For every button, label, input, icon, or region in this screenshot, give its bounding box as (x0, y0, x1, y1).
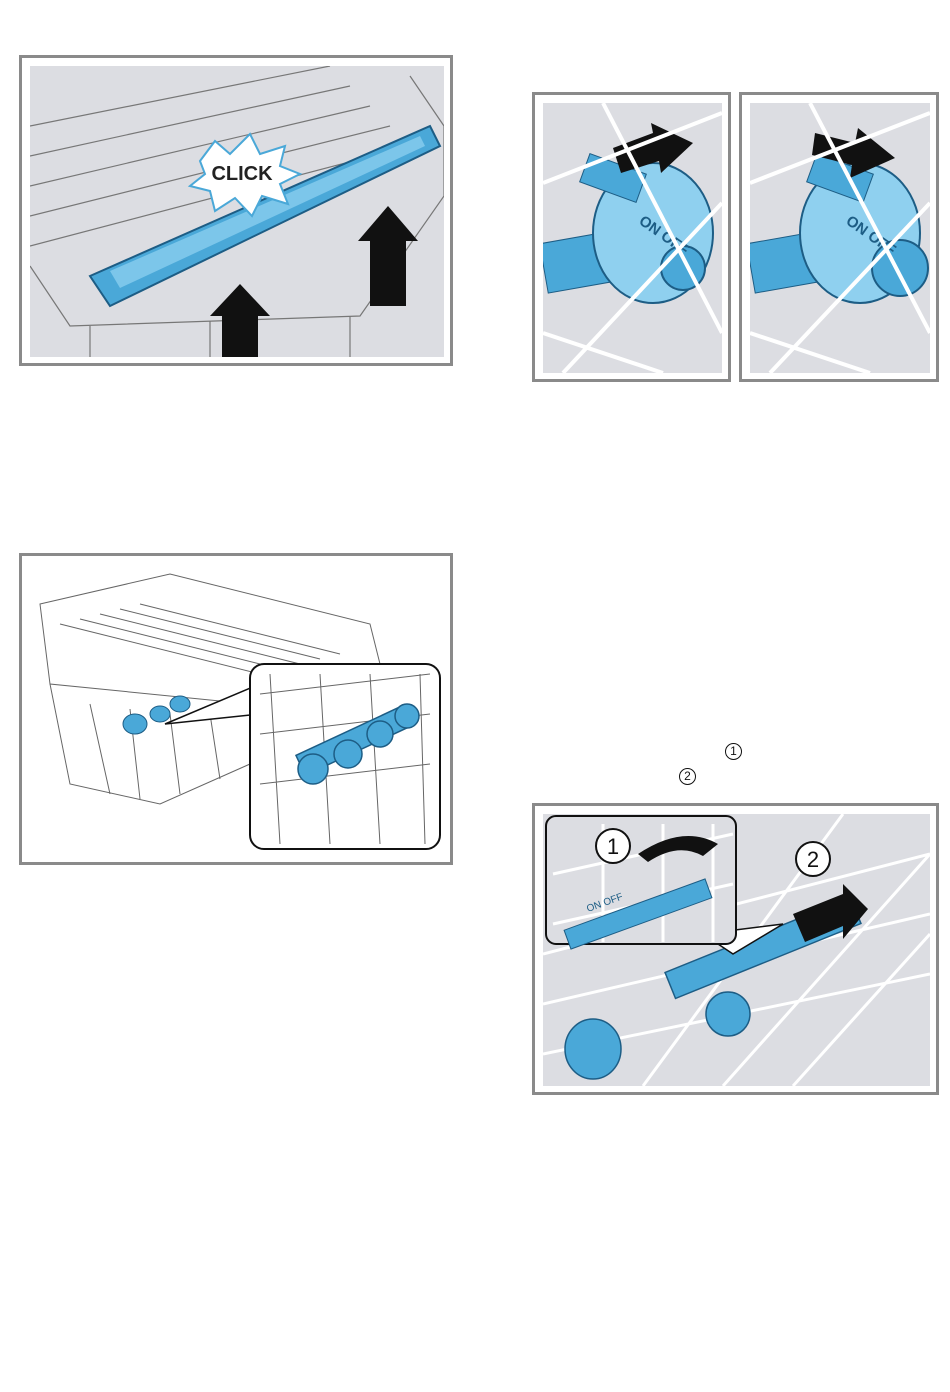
step-2-label: 2 (807, 847, 819, 872)
figure-valve-off: ON OFF (739, 92, 939, 382)
up-arrow-icon (210, 284, 270, 357)
rack-illustration (30, 564, 444, 856)
pull-arrow-icon (793, 884, 868, 942)
remove-spray-illustration: 2 ON OFF 1 (543, 814, 930, 1086)
step-marker-2: 2 (679, 768, 696, 785)
figure-rack-spray-detail (19, 553, 453, 865)
valve-on-illustration: ON OFF (543, 103, 722, 373)
click-label: CLICK (211, 163, 273, 185)
up-arrow-icon (358, 206, 418, 306)
figure-valve-on: ON OFF (532, 92, 731, 382)
cutlery-tray-illustration: CLICK (30, 66, 444, 357)
rotate-arrow-icon (638, 836, 718, 862)
valve-off-illustration: ON OFF (750, 103, 930, 373)
inset-detail: ON OFF 1 (545, 815, 784, 955)
right-arrow-icon (812, 128, 895, 178)
step-marker-1: 1 (725, 743, 742, 760)
step-1-label: 1 (607, 834, 619, 859)
figure-cutlery-tray: CLICK (19, 55, 453, 366)
click-callout: CLICK (187, 132, 303, 218)
figure-remove-spray: 2 ON OFF 1 (532, 803, 939, 1095)
